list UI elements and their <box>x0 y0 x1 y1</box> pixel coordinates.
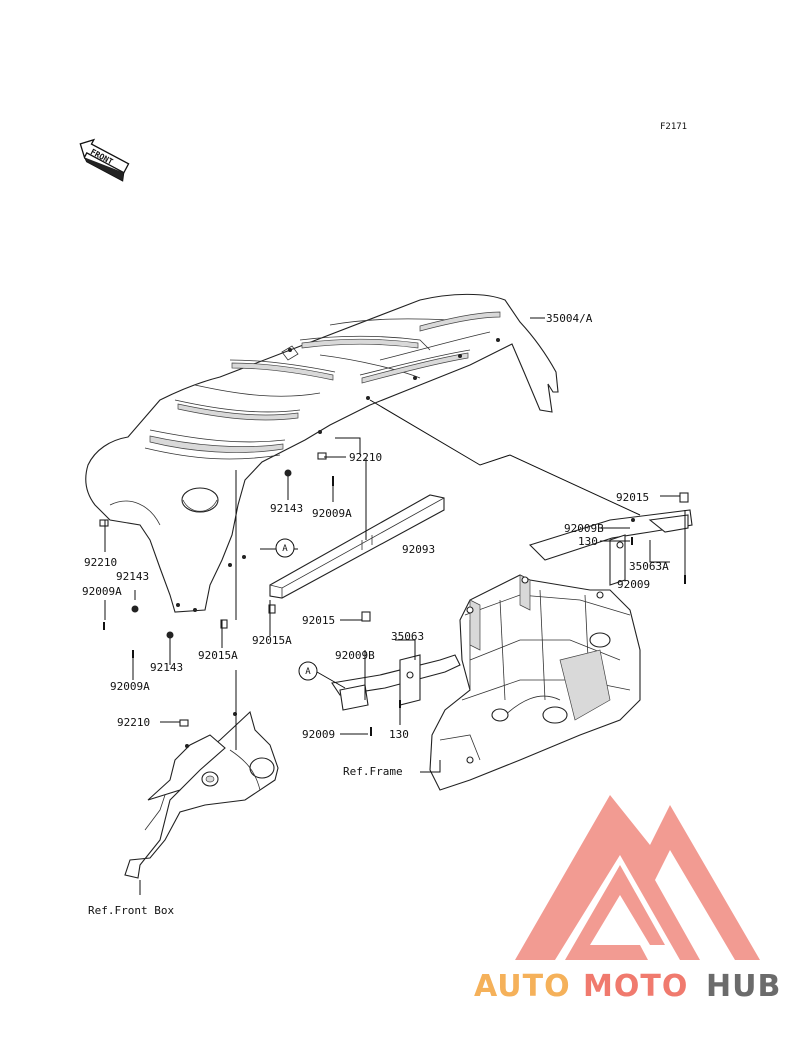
rear-fender <box>85 293 559 613</box>
label-92093: 92093 <box>402 543 435 556</box>
label-35063: 35063 <box>391 630 424 643</box>
label-92143-top: 92143 <box>270 502 303 515</box>
front-box-panel <box>124 710 279 879</box>
label-130-mid: 130 <box>389 728 409 741</box>
label-92015A-mid: 92015A <box>252 634 292 647</box>
label-35004A: 35004/A <box>546 312 593 325</box>
label-92210-top: 92210 <box>349 451 382 464</box>
label-92009A-low: 92009A <box>110 680 150 693</box>
watermark-moto: MOTO <box>583 969 688 1004</box>
label-92210-left: 92210 <box>84 556 117 569</box>
label-92009-right: 92009 <box>617 578 650 591</box>
label-92143-low: 92143 <box>150 661 183 674</box>
watermark-auto: AUTO <box>474 969 571 1004</box>
label-92009A-left: 92009A <box>82 585 122 598</box>
callout-a-lower: A <box>298 661 318 681</box>
label-92015A-low: 92015A <box>198 649 238 662</box>
stay-35063A <box>528 509 693 586</box>
leader-lines <box>104 317 686 895</box>
label-92009B-mid: 92009B <box>335 649 375 662</box>
label-92009A-top: 92009A <box>312 507 352 520</box>
label-92210-box: 92210 <box>117 716 150 729</box>
label-92009B-right: 92009B <box>564 522 604 535</box>
front-arrow-icon: FRONT <box>79 138 130 182</box>
part-labels: 35004/A 92210 92143 92009A 92093 92210 9… <box>82 312 669 917</box>
label-92015-mid: 92015 <box>302 614 335 627</box>
figure-id: F2171 <box>660 122 687 132</box>
callout-a-upper: A <box>275 538 295 558</box>
label-35063A: 35063A <box>629 560 669 573</box>
watermark-hub: HUB <box>706 969 781 1004</box>
label-ref-front-box: Ref.Front Box <box>88 904 174 917</box>
bar-92093 <box>269 494 445 599</box>
label-ref-frame: Ref.Frame <box>343 765 403 778</box>
label-92015-right: 92015 <box>616 491 649 504</box>
svg-text:A: A <box>282 544 288 554</box>
svg-text:A: A <box>305 667 311 677</box>
stay-35063 <box>331 654 461 711</box>
frame-assembly <box>429 574 641 791</box>
label-92009-mid: 92009 <box>302 728 335 741</box>
watermark-logo <box>515 795 760 960</box>
label-130-right: 130 <box>578 535 598 548</box>
label-92143-left: 92143 <box>116 570 149 583</box>
